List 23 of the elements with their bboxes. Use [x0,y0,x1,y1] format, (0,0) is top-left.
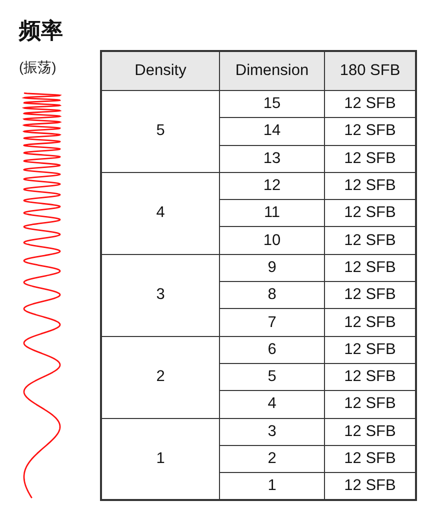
table-cell: 5 [101,90,220,172]
table-cell: 15 [220,90,324,118]
table-cell: 6 [220,336,324,364]
table-cell: 8 [220,282,324,309]
header-cell: Density [101,51,220,90]
table-cell: 4 [220,390,324,418]
table-cell: 7 [220,308,324,336]
table-cell: 2 [101,336,220,418]
table-cell: 5 [220,363,324,391]
table-cell: 9 [220,254,324,282]
table-cell: 14 [220,118,324,146]
table-cell: 10 [220,226,324,254]
table-cell: 2 [220,445,324,473]
header-cell: 180 SFB [324,51,416,90]
table-cell: 13 [220,145,324,172]
table-cell: 3 [220,418,324,446]
title: 频率 [19,18,63,44]
table-cell: 12 [220,172,324,200]
table-cell: 3 [101,254,220,336]
table-cell: 11 [220,200,324,227]
subtitle: (振荡) [19,58,56,76]
header-cell: Dimension [220,51,324,90]
table-cell: 4 [101,172,220,254]
